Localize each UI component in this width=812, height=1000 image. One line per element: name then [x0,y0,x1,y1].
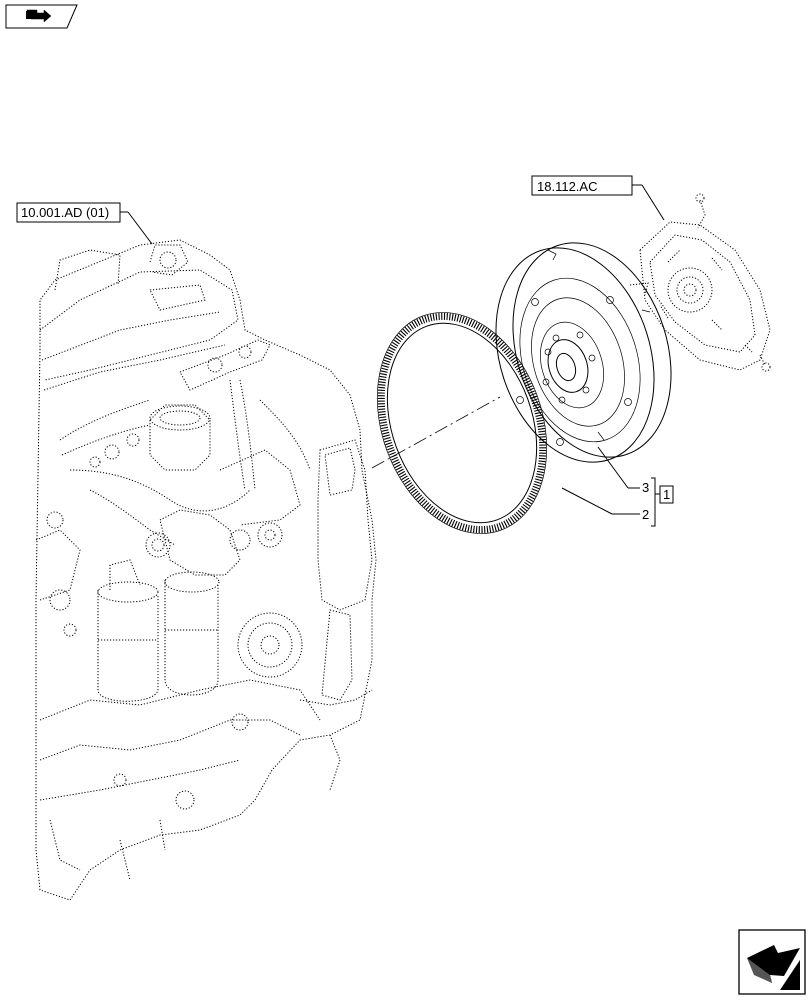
engine-block-drawing [35,239,377,901]
ring-gear[interactable] [348,289,576,558]
engine-reference-label[interactable]: 10.001.AD (01) [16,202,153,245]
arrow-shadow [747,958,772,983]
kit-bracket [651,477,660,527]
engine-ref-text: 10.001.AD (01) [21,205,109,220]
callout-2-text: 2 [642,507,649,522]
clutch-ref-text: 18.112.AC [537,179,597,194]
arrow-block [26,11,31,19]
clutch-reference-label[interactable]: 18.112.AC [531,175,665,221]
arrow-base [780,960,800,990]
arrow-shape [747,945,800,983]
next-page-button[interactable] [738,929,806,995]
previous-page-arrow-icon [5,4,78,29]
previous-page-button[interactable] [5,4,78,29]
clutch-assembly-drawing [629,193,771,372]
callout-item-3[interactable]: 3 [597,446,649,495]
kit-1-box[interactable]: 1 [659,485,674,504]
callout-3-text: 3 [642,480,649,495]
callout-item-2[interactable]: 2 [561,487,649,522]
kit-1-text: 1 [663,487,670,502]
flywheel[interactable] [470,222,698,483]
